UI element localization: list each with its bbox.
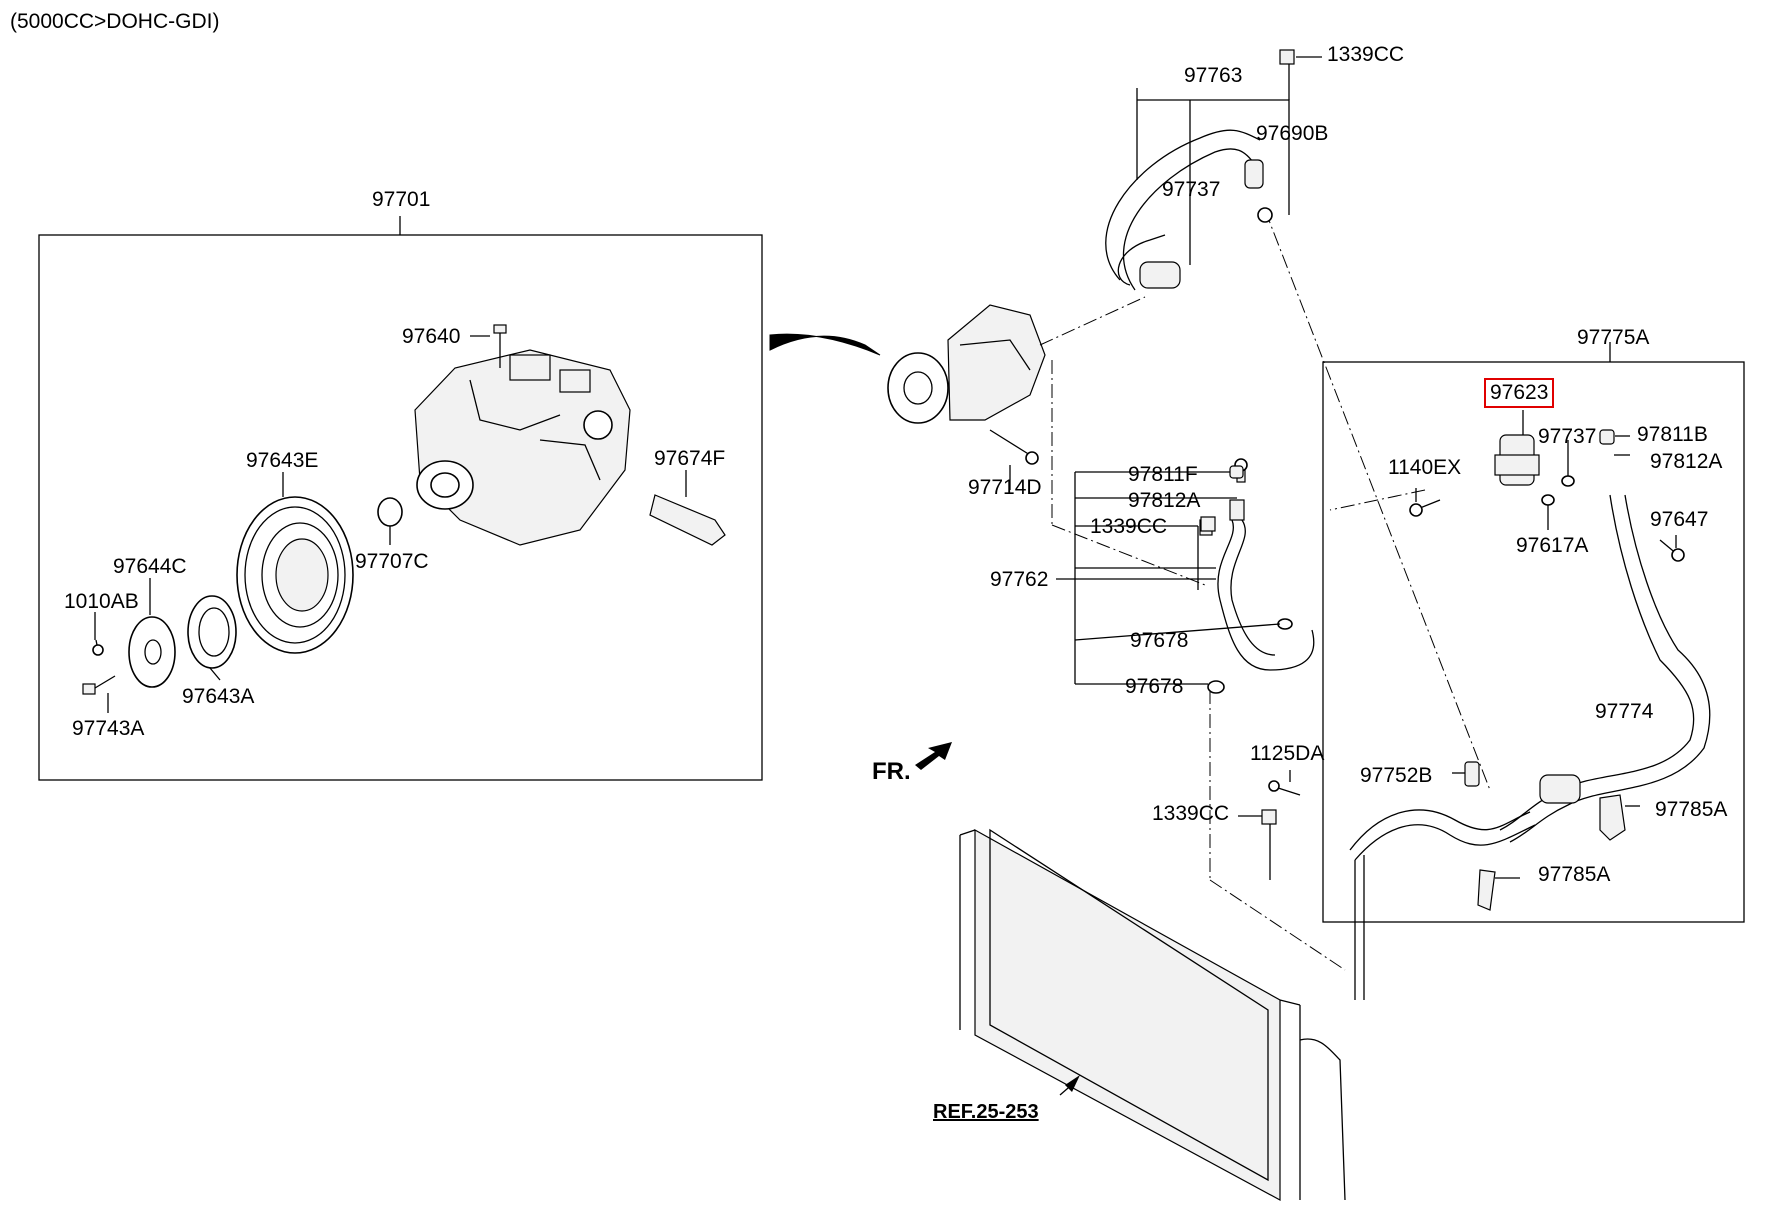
- callout-97737-right[interactable]: 97737: [1538, 425, 1597, 448]
- callout-97812A-mid[interactable]: 97812A: [1128, 489, 1201, 512]
- nut-1339CC-low: [1261, 809, 1277, 825]
- hose-97762: [1217, 519, 1315, 671]
- nut-1339CC-top: [1279, 49, 1295, 65]
- callout-1140EX[interactable]: 1140EX: [1388, 456, 1462, 479]
- callout-97640[interactable]: 97640: [402, 325, 461, 348]
- cap-97811B: [1599, 429, 1615, 445]
- cap-97811F: [1229, 465, 1244, 479]
- callout-97762[interactable]: 97762: [990, 568, 1049, 591]
- switch-97674F: [649, 494, 726, 546]
- hose-condenser-line: [1349, 809, 1536, 861]
- front-direction-label: FR.: [872, 758, 911, 785]
- compressor-body: [414, 349, 631, 546]
- hub-97644C: [128, 616, 176, 688]
- callout-97617A[interactable]: 97617A: [1516, 534, 1589, 557]
- drier-97623: [1494, 434, 1540, 486]
- hose-97775A-box: [1322, 361, 1745, 923]
- callout-97785A-a[interactable]: 97785A: [1655, 798, 1728, 821]
- front-arrow: [915, 742, 952, 770]
- assembly-arrow: [769, 333, 881, 356]
- hose-97763: [1105, 129, 1261, 291]
- engine-spec: (5000CC>DOHC-GDI): [10, 10, 220, 33]
- callout-97643A[interactable]: 97643A: [182, 685, 255, 708]
- callout-1010AB[interactable]: 1010AB: [64, 590, 139, 613]
- callout-97763[interactable]: 97763: [1184, 64, 1243, 87]
- clamp-97785A-b: [1477, 869, 1496, 911]
- callout-1125DA[interactable]: 1125DA: [1250, 742, 1325, 765]
- bolt-97640: [493, 324, 507, 368]
- callout-97775A[interactable]: 97775A: [1577, 326, 1650, 349]
- nut-1339CC-mid: [1200, 516, 1216, 532]
- condenser: [959, 828, 1346, 1202]
- clamp-97785A-a: [1599, 794, 1626, 841]
- pulley-97643E: [236, 496, 354, 654]
- callout-97644C[interactable]: 97644C: [113, 555, 187, 578]
- callout-97678-b[interactable]: 97678: [1125, 675, 1184, 698]
- callout-97811F[interactable]: 97811F: [1128, 463, 1198, 486]
- callout-97743A[interactable]: 97743A: [72, 717, 145, 740]
- callout-97714D[interactable]: 97714D: [968, 476, 1042, 499]
- callout-97643E[interactable]: 97643E: [246, 449, 319, 472]
- bolt-97647: [1659, 539, 1685, 562]
- bolt-97743A: [82, 675, 116, 695]
- compressor-small: [887, 304, 1046, 424]
- bolt-97714D: [989, 429, 1039, 465]
- callout-97701[interactable]: 97701: [372, 188, 431, 211]
- callout-97774[interactable]: 97774: [1595, 700, 1654, 723]
- callout-97623-highlighted[interactable]: 97623: [1483, 378, 1555, 408]
- callout-1339CC-low[interactable]: 1339CC: [1152, 802, 1230, 825]
- callout-97690B[interactable]: 97690B: [1256, 122, 1329, 145]
- callout-97678-a[interactable]: 97678: [1130, 629, 1189, 652]
- reference-link[interactable]: REF.25-253: [933, 1101, 1039, 1123]
- callout-1339CC-top[interactable]: 1339CC: [1327, 43, 1405, 66]
- callout-97707C[interactable]: 97707C: [355, 550, 429, 573]
- shim-97707C: [377, 497, 403, 527]
- callout-97812A-right[interactable]: 97812A: [1650, 450, 1723, 473]
- valve-97752B: [1464, 761, 1480, 787]
- callout-97647[interactable]: 97647: [1650, 508, 1709, 531]
- callout-97674F[interactable]: 97674F: [654, 447, 726, 470]
- callout-97752B[interactable]: 97752B: [1360, 764, 1433, 787]
- callout-97811B[interactable]: 97811B: [1637, 423, 1708, 446]
- bolt-1125DA: [1268, 780, 1301, 796]
- bolt-1140EX: [1409, 499, 1441, 517]
- bolt-1010AB: [92, 639, 104, 656]
- callout-1339CC-mid[interactable]: 1339CC: [1090, 515, 1168, 538]
- callout-97785A-b[interactable]: 97785A: [1538, 863, 1611, 886]
- callout-97737-top[interactable]: 97737: [1162, 178, 1221, 201]
- coil-97643A: [187, 595, 237, 669]
